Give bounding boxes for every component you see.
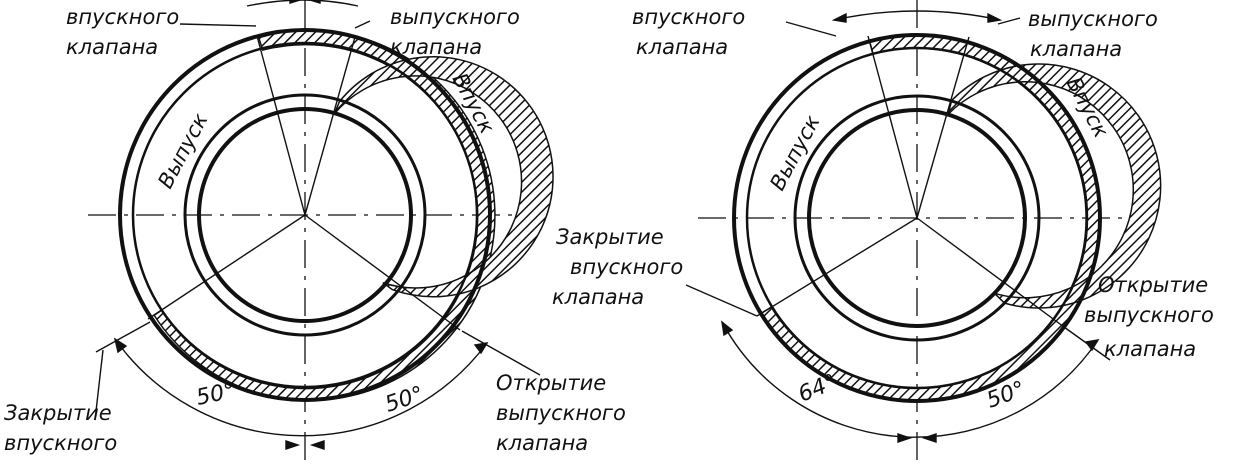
exhaust-open-label-line2: выпускного — [1084, 303, 1214, 327]
intake-open-label-line2: клапана — [636, 35, 728, 59]
exhaust-close-label-line1: выпускного — [1028, 7, 1158, 31]
radial-lines — [147, 35, 461, 331]
exhaust-open-label-line1: Открытие — [1098, 273, 1208, 297]
intake-close-label-line2: впускного — [4, 431, 117, 455]
left-diagram: впускного клапана выпускного клапана Впу… — [4, 0, 626, 468]
leader-lines — [685, 17, 1111, 361]
crank-circle — [197, 107, 413, 323]
intake-open-label-line2: клапана — [66, 35, 158, 59]
exhaust-open-label-line3: клапана — [1104, 337, 1196, 361]
angle-intake-close: 50° — [194, 378, 237, 411]
outer-circle — [732, 33, 1102, 403]
intake-open-label-line1: впускного — [66, 5, 179, 29]
exhaust-open-label-line2: выпускного — [496, 401, 626, 425]
intake-open-label-line1: впускного — [632, 5, 745, 29]
angle-dimension-bottom — [113, 337, 489, 450]
exhaust-close-label-line2: клапана — [390, 35, 482, 59]
exhaust-open-label-line3: клапана — [496, 431, 588, 455]
angle-dimension-top — [246, 0, 359, 7]
exhaust-open-label-line1: Открытие — [496, 371, 606, 395]
radial-lines — [756, 35, 1065, 328]
exhaust-close-label-line2: клапана — [1030, 37, 1122, 61]
leader-lines — [94, 20, 541, 421]
angle-dimension-top — [831, 10, 1003, 23]
intake-close-label-line1: Закрытие — [556, 225, 664, 249]
intake-close-label-line2: впускного — [570, 255, 683, 279]
angle-dimension-bottom — [721, 320, 1100, 443]
middle-circle — [745, 46, 1089, 390]
exhaust-close-label-line1: выпускного — [390, 5, 520, 29]
exhaust-hatched-band — [333, 55, 554, 298]
inner-hatched-outer-edge — [793, 94, 1041, 342]
angle-exhaust-open: 50° — [382, 382, 427, 418]
crank-circle — [807, 108, 1027, 328]
middle-circle — [131, 41, 479, 389]
outer-circle — [118, 28, 492, 402]
intake-close-label-line1: Закрытие — [4, 401, 112, 425]
intake-close-label-line3: клапана — [552, 285, 644, 309]
inner-hatched-outer-edge — [183, 93, 427, 337]
right-diagram: впускного клапана выпускного клапана Впу… — [552, 0, 1214, 468]
